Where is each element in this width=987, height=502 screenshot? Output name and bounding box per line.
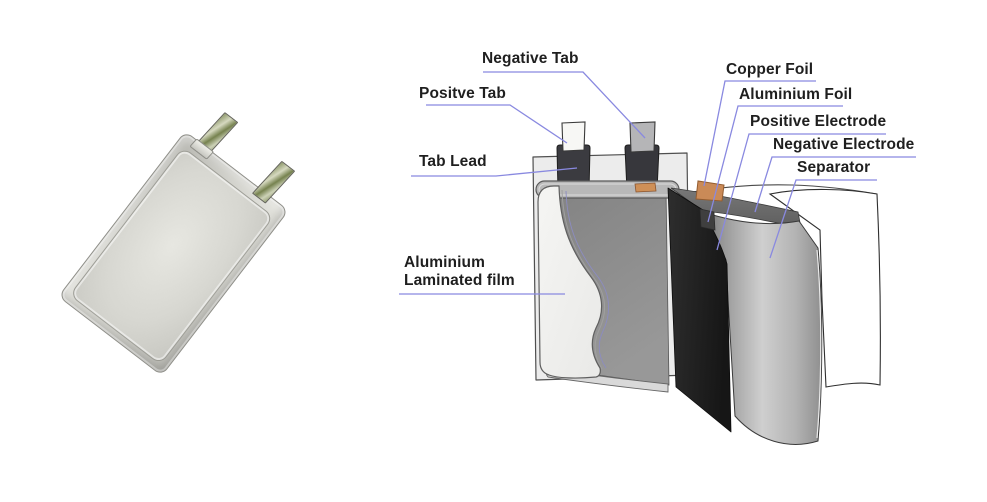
laminated-film-front [537,185,603,379]
leader-positive-electrode [716,133,886,251]
leader-lines [399,71,916,295]
negative-tab-lead-block [624,144,660,191]
label-tab-lead: Tab Lead [419,153,487,170]
separator-sheet [702,211,823,445]
label-negative-electrode: Negative Electrode [773,136,915,153]
leader-tab-lead [411,167,578,177]
copper-foil-clip [695,180,725,202]
label-positive-tab: Positve Tab [419,85,506,102]
separator-sheet-edge-highlight [816,249,822,439]
label-copper-foil: Copper Foil [726,61,814,78]
leader-positive-tab [426,104,568,144]
copper-strip [634,182,657,193]
label-negative-tab: Negative Tab [482,50,579,67]
leader-negative-tab [483,71,646,139]
leader-copper-foil [703,80,816,187]
label-positive-electrode: Positive Electrode [750,113,887,130]
label-aluminium-laminated-film-line2: Laminated film [404,272,515,289]
positive-tab-shape [561,121,586,152]
leader-negative-electrode [754,156,916,213]
label-aluminium-foil: Aluminium Foil [739,86,853,103]
film-layer-line-blue [565,190,609,369]
film-layer-line [561,189,606,370]
positive-tab-lead-block [556,144,591,191]
copper-foil-patch [699,208,716,231]
leader-separator [769,179,877,259]
label-aluminium-laminated-film: Aluminium Laminated film [404,254,515,290]
leader-aluminium-foil [707,105,843,223]
white-separator-sheet [768,188,881,388]
label-separator: Separator [797,159,871,176]
label-aluminium-laminated-film-line1: Aluminium [404,254,485,271]
